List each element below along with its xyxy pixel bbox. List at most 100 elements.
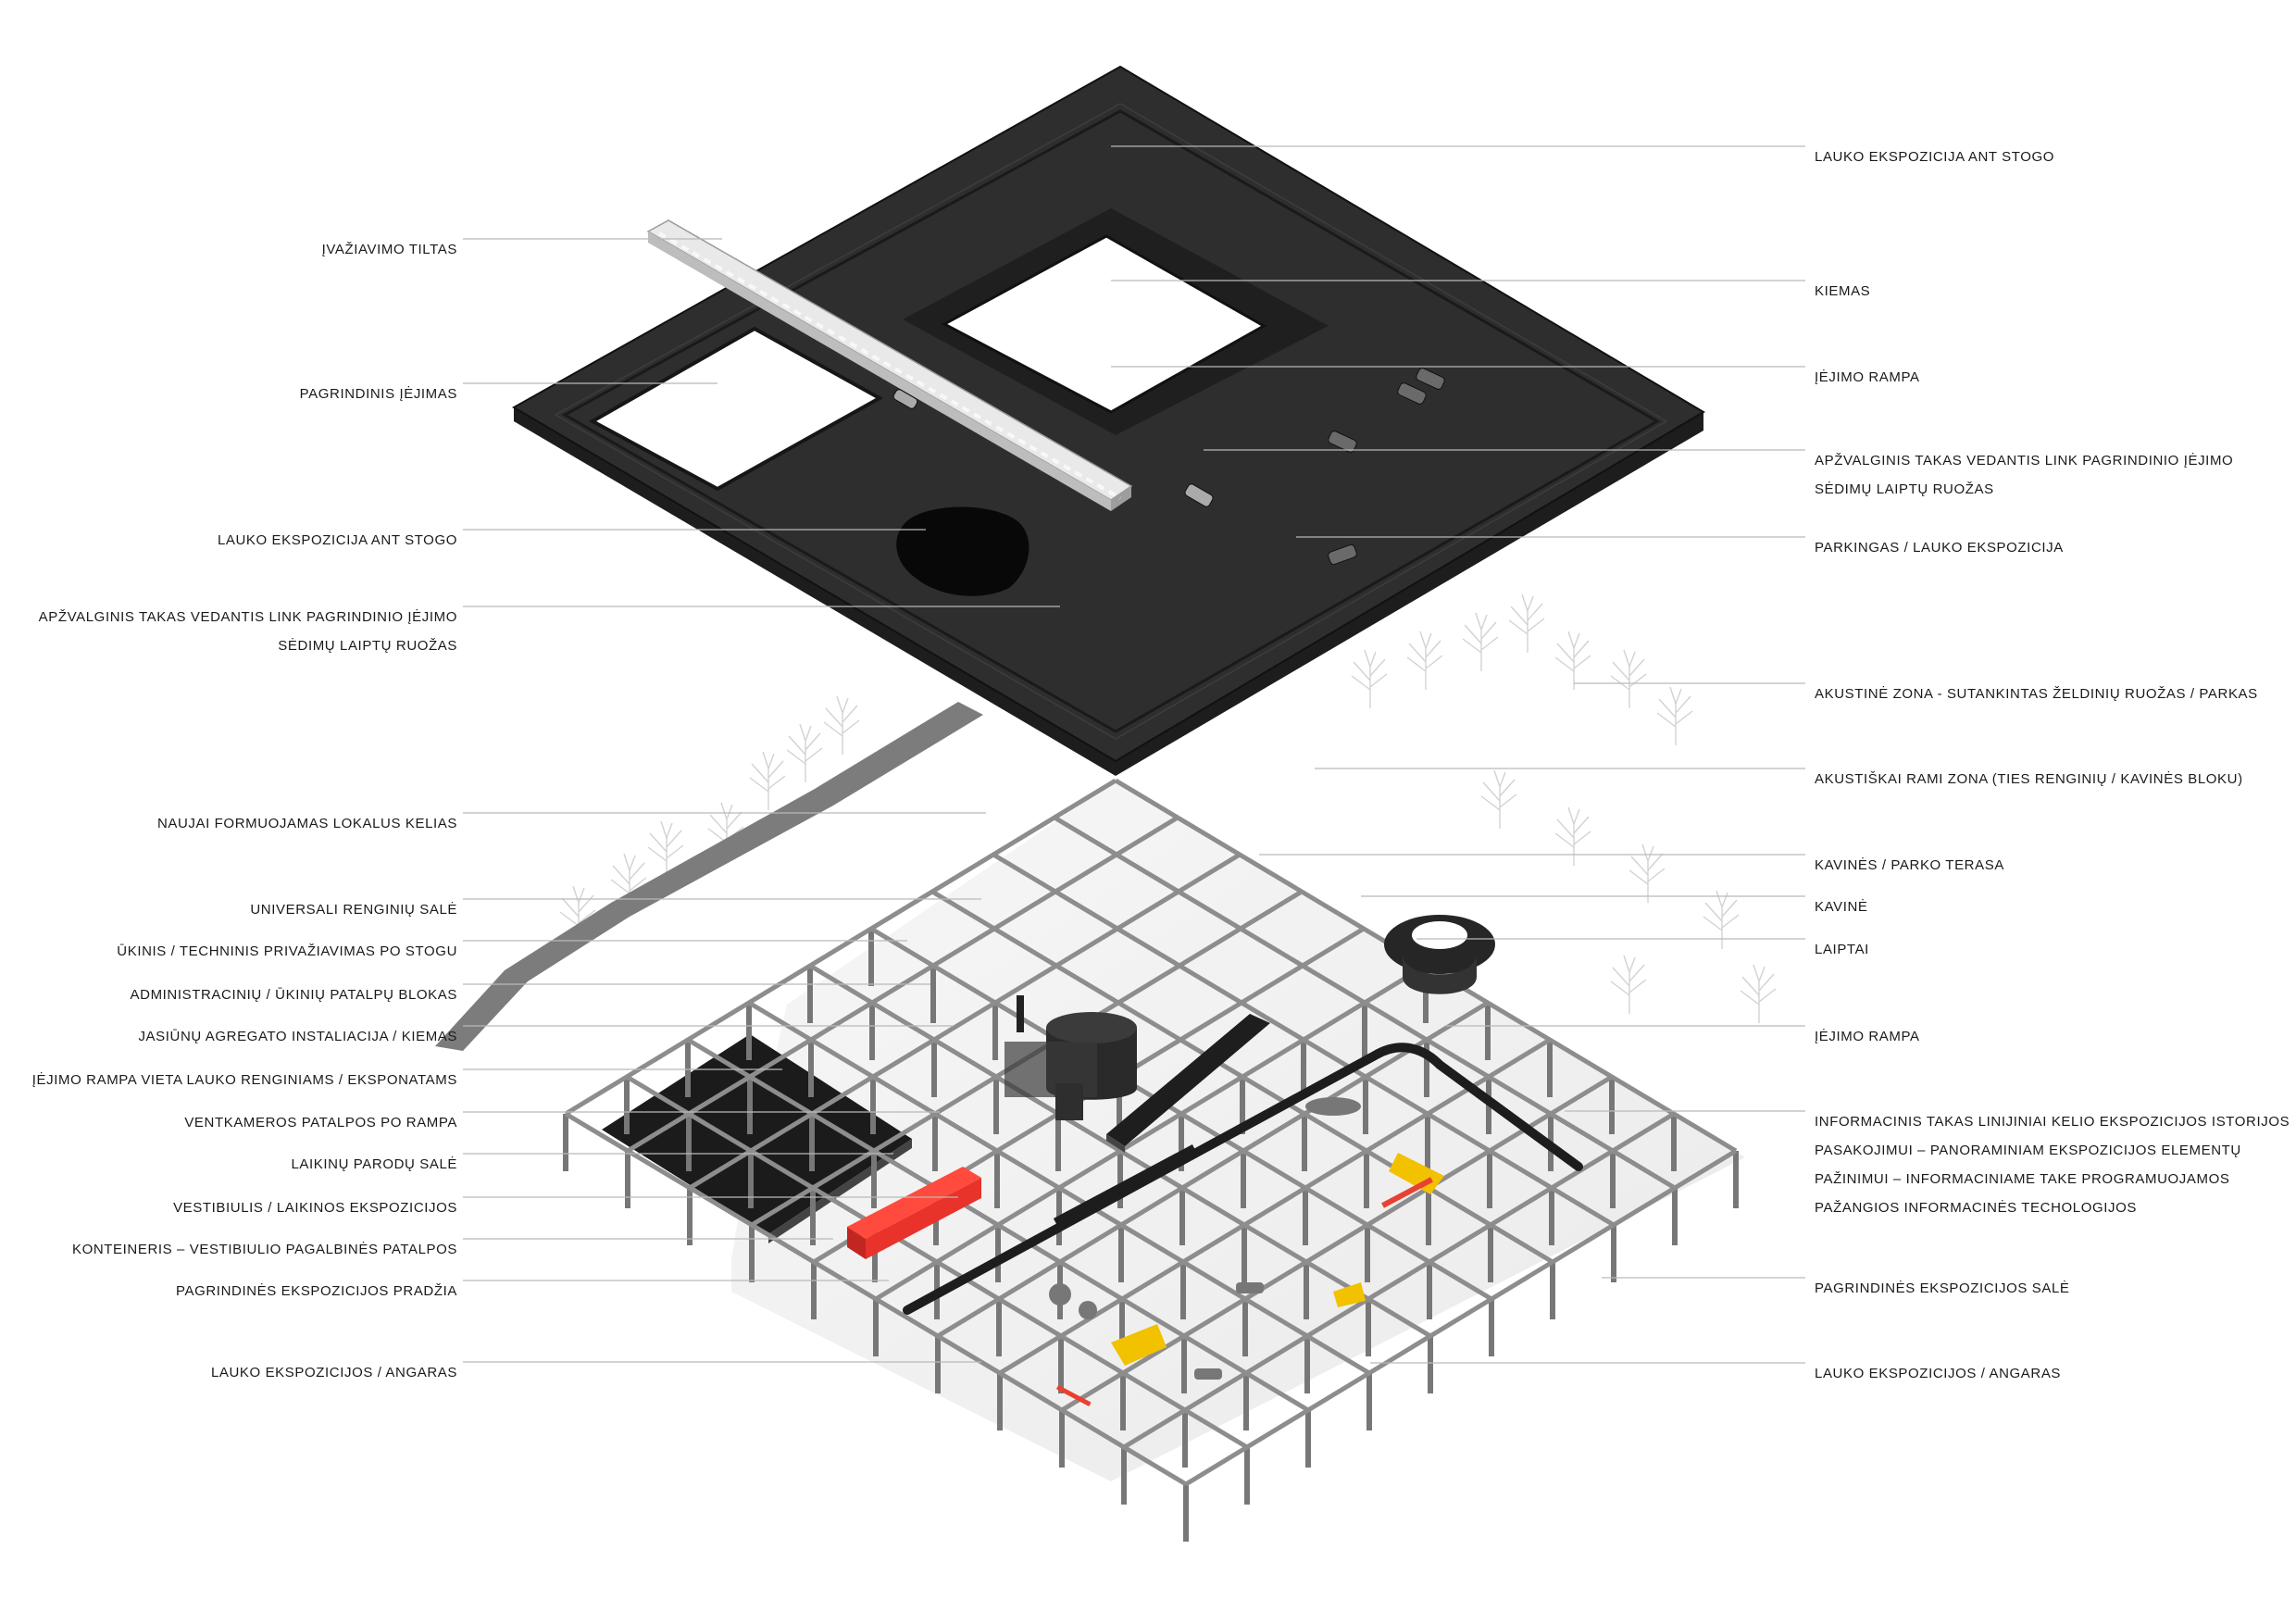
ground-level-structure <box>563 778 1745 1542</box>
label-naujai-formuojamas-kelias: NAUJAI FORMUOJAMAS LOKALUS KELIAS <box>157 816 457 832</box>
structural-grid <box>563 778 1739 1542</box>
label-ukinis-privaziavimas: ŪKINIS / TECHNINIS PRIVAŽIAVIMAS PO STOG… <box>117 943 457 960</box>
tree <box>1480 769 1517 829</box>
entrance-ramp <box>1106 1014 1270 1146</box>
red-exhibit <box>1055 1384 1092 1407</box>
label-administraciniu-blokas: ADMINISTRACINIŲ / ŪKINIŲ PATALPŲ BLOKAS <box>131 987 457 1004</box>
grid-beam <box>936 1000 1490 1339</box>
label-iejimo-rampa-vieta: ĮĖJIMO RAMPA VIETA LAUKO RENGINIAMS / EK… <box>32 1072 457 1089</box>
label-jasiunu-agregato-instaliacija: JASIŪNŲ AGREGATO INSTALIACIJA / KIEMAS <box>138 1029 457 1045</box>
label-kavines-terasa: KAVINĖS / PARKO TERASA <box>1815 857 2004 874</box>
label-laiptai: LAIPTAI <box>1815 942 1869 958</box>
leader-lines <box>463 145 1805 1364</box>
exhibit-object <box>1049 1283 1071 1305</box>
roof-car <box>1328 543 1357 566</box>
label-line: PARKINGAS / LAUKO EKSPOZICIJA <box>1815 540 2064 556</box>
label-ivaziavimo-tiltas: ĮVAŽIAVIMO TILTAS <box>322 242 457 258</box>
label-universali-renginiu-sale: UNIVERSALI RENGINIŲ SALĖ <box>250 902 457 918</box>
tree <box>1703 890 1740 949</box>
label-lauko-ekspozicijos-angaras-right: LAUKO EKSPOZICIJOS / ANGARAS <box>1815 1366 2061 1382</box>
label-akustine-zona: AKUSTINĖ ZONA - SUTANKINTAS ŽELDINIŲ RUO… <box>1815 686 2258 703</box>
label-iejimo-rampa-top: ĮĖJIMO RAMPA <box>1815 369 1920 386</box>
label-line: ĮĖJIMO RAMPA VIETA LAUKO RENGINIAMS / EK… <box>31 1072 457 1088</box>
grid-beam <box>930 889 1554 1265</box>
label-iejimo-rampa-bottom: ĮĖJIMO RAMPA <box>1815 1029 1920 1045</box>
label-line: PAGRINDINĖS EKSPOZICIJOS PRADŽIA <box>176 1283 457 1299</box>
label-apzvalginis-takas-left: APŽVALGINIS TAKAS VEDANTIS LINK PAGRINDI… <box>39 609 457 655</box>
tree-group <box>559 593 1777 1023</box>
grid-beam <box>869 926 1493 1302</box>
grid-beam <box>992 852 1616 1228</box>
label-line: ĮVAŽIAVIMO TILTAS <box>321 242 457 257</box>
tree <box>823 695 860 755</box>
main-entrance-opening <box>588 326 884 492</box>
tree <box>1554 631 1591 690</box>
local-road <box>435 702 983 1051</box>
label-line: APŽVALGINIS TAKAS VEDANTIS LINK PAGRINDI… <box>1815 453 2234 468</box>
exhibit-object <box>1236 1282 1264 1293</box>
label-pagrindinis-iejimas: PAGRINDINIS ĮĖJIMAS <box>300 386 457 403</box>
tree <box>1508 593 1545 653</box>
label-line: ĮĖJIMO RAMPA <box>1815 369 1920 385</box>
label-pagrindines-ekspozicijos-sale: PAGRINDINĖS EKSPOZICIJOS SALĖ <box>1815 1280 2070 1297</box>
tree <box>1351 649 1388 708</box>
grid-beam <box>1053 815 1677 1191</box>
label-line: VESTIBIULIS / LAIKINOS EKSPOZICIJOS <box>173 1200 457 1216</box>
grid-beam <box>564 778 1117 1117</box>
grid-beam <box>1060 1074 1614 1413</box>
label-apzvalginis-takas-right: APŽVALGINIS TAKAS VEDANTIS LINK PAGRINDI… <box>1815 453 2233 498</box>
label-line: ĮĖJIMO RAMPA <box>1815 1029 1920 1044</box>
label-line: LAUKO EKSPOZICIJA ANT STOGO <box>217 532 457 548</box>
tree <box>1656 686 1693 745</box>
label-line: JASIŪNŲ AGREGATO INSTALIACIJA / KIEMAS <box>138 1029 457 1044</box>
spiral-stair <box>1384 915 1495 994</box>
label-konteineris: KONTEINERIS – VESTIBIULIO PAGALBINĖS PAT… <box>72 1242 457 1258</box>
grid-beam <box>1184 1148 1738 1487</box>
label-line: ŪKINIS / TECHNINIS PRIVAŽIAVIMAS PO STOG… <box>117 943 457 959</box>
label-line: SĖDIMŲ LAIPTŲ RUOŽAS <box>278 638 457 654</box>
tree <box>1610 649 1647 708</box>
label-line: LAIKINŲ PARODŲ SALĖ <box>291 1156 457 1172</box>
label-ventkameros-patalpos: VENTKAMEROS PATALPOS PO RAMPA <box>184 1115 457 1131</box>
tree <box>1554 806 1591 866</box>
label-line: KAVINĖS / PARKO TERASA <box>1815 857 2004 873</box>
label-kavine: KAVINĖ <box>1815 899 1868 916</box>
label-pagrindines-ekspozicijos-pradzia: PAGRINDINĖS EKSPOZICIJOS PRADŽIA <box>176 1283 457 1300</box>
label-line: AKUSTINĖ ZONA - SUTANKINTAS ŽELDINIŲ RUO… <box>1815 686 2258 702</box>
tree <box>1406 631 1443 690</box>
label-line: KIEMAS <box>1815 283 1871 299</box>
ramp-roof-panel <box>602 1034 912 1234</box>
label-line: AKUSTIŠKAI RAMI ZONA (TIES RENGINIŲ / KA… <box>1815 771 2243 787</box>
rooftop-exhibit-stone <box>896 506 1029 596</box>
label-line: PAŽANGIOS INFORMACINĖS TECHOLOGIJOS <box>1815 1200 2137 1216</box>
label-line: PASAKOJIMUI – PANORAMINIAM EKSPOZICIJOS … <box>1815 1143 2241 1158</box>
red-exhibit <box>1381 1177 1433 1208</box>
grid-beam <box>688 852 1242 1191</box>
label-line: INFORMACINIS TAKAS LINIJINIAI KELIO EKSP… <box>1815 1114 2290 1130</box>
roof-car <box>1416 368 1445 390</box>
label-line: ADMINISTRACINIŲ / ŪKINIŲ PATALPŲ BLOKAS <box>130 987 457 1003</box>
courtyard-opening <box>941 234 1267 414</box>
label-parkingas: PARKINGAS / LAUKO EKSPOZICIJA <box>1815 540 2064 556</box>
label-line: LAUKO EKSPOZICIJOS / ANGARAS <box>210 1365 457 1380</box>
label-line: PAGRINDINĖS EKSPOZICIJOS SALĖ <box>1815 1280 2070 1296</box>
label-line: LAUKO EKSPOZICIJOS / ANGARAS <box>1815 1366 2062 1381</box>
grid-beam <box>874 963 1428 1302</box>
label-lauko-ekspozicija-ant-stogo-right: LAUKO EKSPOZICIJA ANT STOGO <box>1815 149 2054 166</box>
roof-car <box>1397 382 1427 405</box>
tree <box>749 751 786 810</box>
label-line: LAUKO EKSPOZICIJA ANT STOGO <box>1815 149 2055 165</box>
label-line: APŽVALGINIS TAKAS VEDANTIS LINK PAGRINDI… <box>38 609 457 625</box>
tree <box>647 820 684 880</box>
yellow-excavator <box>1111 1153 1444 1366</box>
grid-beam <box>808 963 1432 1339</box>
roof-car <box>1328 431 1357 453</box>
exhibit-object <box>1079 1301 1097 1319</box>
label-line: KAVINĖ <box>1815 899 1868 915</box>
label-lauko-ekspozicija-ant-stogo-left: LAUKO EKSPOZICIJA ANT STOGO <box>218 532 457 549</box>
tree <box>1740 964 1777 1023</box>
label-lauko-ekspozicijos-angaras-left: LAUKO EKSPOZICIJOS / ANGARAS <box>211 1365 457 1381</box>
information-path <box>903 1043 1583 1315</box>
label-line: PAŽINIMUI – INFORMACINIAME TAKE PROGRAMU… <box>1815 1171 2230 1187</box>
label-line: VENTKAMEROS PATALPOS PO RAMPA <box>184 1115 457 1131</box>
